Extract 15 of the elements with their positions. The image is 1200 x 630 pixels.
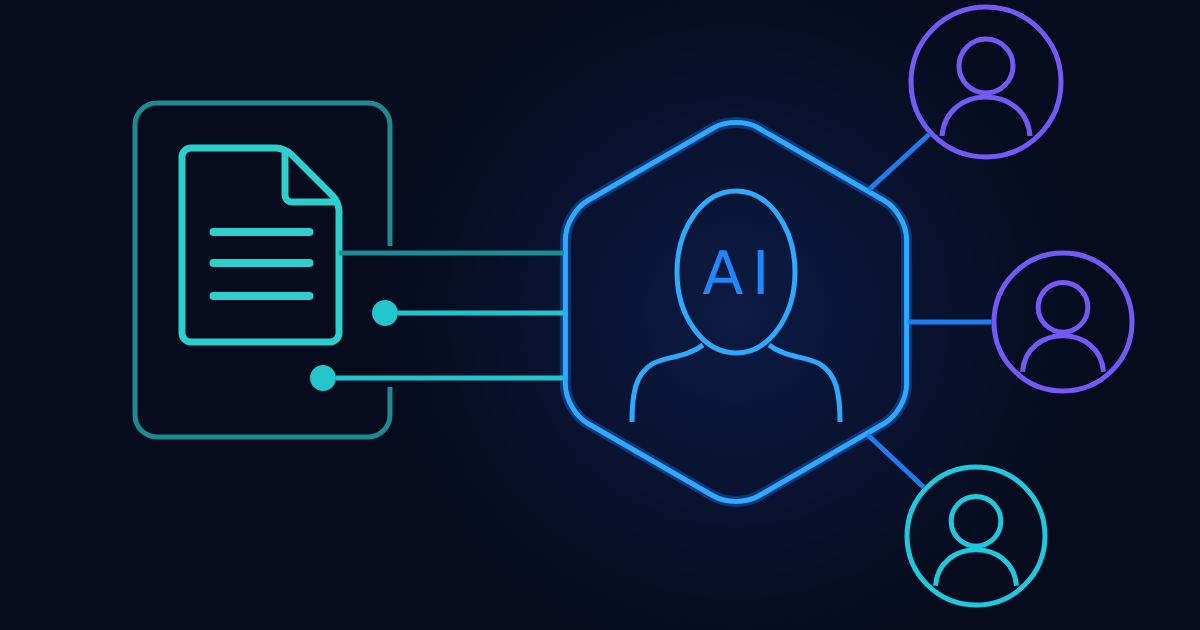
connector-line (336, 375, 564, 381)
hexagon-frame (559, 117, 913, 507)
connector-dot (310, 365, 336, 391)
connector-line (865, 432, 926, 490)
connector-line (339, 250, 564, 256)
head-outline: AI (674, 188, 798, 356)
connector-line (867, 132, 931, 192)
user-icon (908, 4, 1064, 160)
user-icon (991, 250, 1135, 394)
document-icon (178, 144, 343, 346)
panel-frame (132, 100, 393, 440)
connector-dot (372, 300, 398, 326)
connector-line (908, 319, 992, 325)
connector-line (398, 310, 564, 316)
user-icon (904, 464, 1048, 608)
